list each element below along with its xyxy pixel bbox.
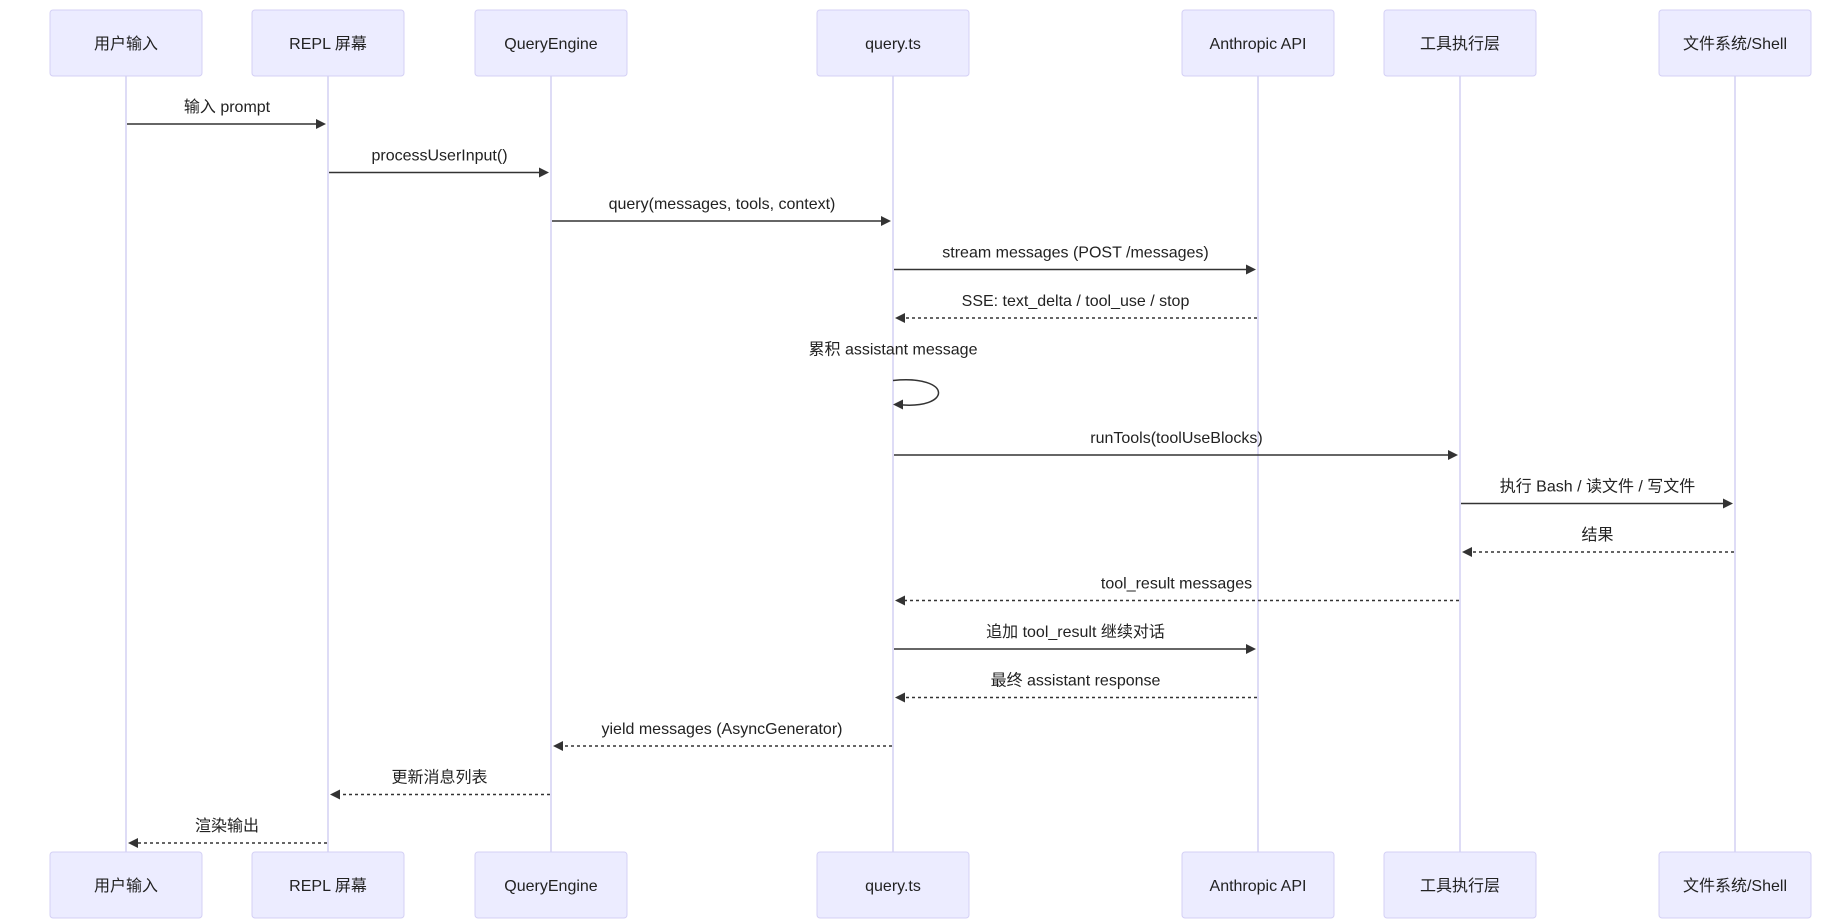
lifelines [125,76,1736,852]
message-label: 结果 [1581,526,1613,544]
arrowhead [1723,498,1733,509]
message-label: yield messages (AsyncGenerator) [602,721,843,738]
actors-bottom: 用户输入 REPL 屏幕 QueryEngine query.ts Anthropic … [49,851,1812,919]
actor-box [251,9,405,77]
actor-box [1658,9,1812,77]
actor-tools-top: 工具执行层 [1383,9,1537,77]
actor-label: 工具执行层 [1420,35,1500,53]
arrowhead [895,313,905,323]
actor-label: 用户输入 [94,35,158,53]
actor-box [1383,9,1537,77]
actor-box [1181,9,1335,77]
actor-label: 工具执行层 [1420,877,1500,895]
message-11: 追加 tool_result 继续对话 [894,623,1256,654]
actor-fs-top: 文件系统/Shell [1658,9,1812,77]
arrowhead [1246,264,1256,275]
actors-top: 用户输入 REPL 屏幕 QueryEngine query.ts Anthropic … [49,9,1812,77]
message-line [892,379,940,406]
message-label: 渲染输出 [195,817,259,835]
message-label: 输入 prompt [184,98,271,116]
message-label: 执行 Bash / 读文件 / 写文件 [1500,478,1696,496]
actor-label: REPL 屏幕 [289,877,367,895]
message-6: 累积 assistant message [809,341,978,410]
arrowhead [1462,547,1472,557]
message-3: query(messages, tools, context) [552,196,891,226]
actor-label: 文件系统/Shell [1683,877,1787,895]
actor-api-top: Anthropic API [1181,9,1335,77]
actor-label: Anthropic API [1210,878,1307,895]
actor-repl-bottom: REPL 屏幕 [251,851,405,919]
message-13: yield messages (AsyncGenerator) [553,721,892,751]
actor-label: REPL 屏幕 [289,35,367,53]
actor-box [816,851,970,919]
actor-query-bottom: query.ts [816,851,970,919]
message-label: SSE: text_delta / tool_use / stop [962,293,1190,310]
arrowhead [330,789,340,800]
message-7: runTools(toolUseBlocks) [894,430,1458,460]
message-9: 结果 [1462,526,1734,557]
arrowhead [893,399,903,410]
message-label: stream messages (POST /messages) [942,245,1208,262]
message-1: 输入 prompt [127,98,326,129]
message-12: 最终 assistant response [895,672,1257,703]
actor-label: Anthropic API [1210,36,1307,53]
actor-box [49,9,203,77]
message-5: SSE: text_delta / tool_use / stop [895,293,1257,323]
actor-repl-top: REPL 屏幕 [251,9,405,77]
message-label: 累积 assistant message [809,341,978,359]
actor-query-top: query.ts [816,9,970,77]
message-8: 执行 Bash / 读文件 / 写文件 [1461,478,1733,509]
message-label: 追加 tool_result 继续对话 [986,623,1165,641]
actor-tools-bottom: 工具执行层 [1383,851,1537,919]
arrowhead [316,119,326,129]
actor-user-top: 用户输入 [49,9,203,77]
actor-label: query.ts [865,36,921,53]
actor-label: 用户输入 [94,877,158,895]
actor-box [49,851,203,919]
arrowhead [881,216,891,226]
actor-engine-bottom: QueryEngine [474,851,628,919]
actor-label: 文件系统/Shell [1683,35,1787,53]
arrowhead [553,741,563,751]
message-15: 渲染输出 [128,817,327,848]
actor-label: QueryEngine [504,36,597,53]
message-4: stream messages (POST /messages) [894,245,1256,275]
actor-box [474,851,628,919]
actor-box [816,9,970,77]
actor-box [474,9,628,77]
arrowhead [128,838,138,848]
message-10: tool_result messages [895,576,1459,606]
actor-user-bottom: 用户输入 [49,851,203,919]
actor-box [1658,851,1812,919]
actor-api-bottom: Anthropic API [1181,851,1335,919]
actor-engine-top: QueryEngine [474,9,628,77]
message-label: 更新消息列表 [391,769,487,787]
arrowhead [1448,450,1458,460]
actor-box [1181,851,1335,919]
arrowhead [539,167,549,178]
message-label: processUserInput() [371,148,507,165]
messages: 输入 prompt processUserInput() query(message… [127,98,1734,848]
message-label: tool_result messages [1101,576,1252,593]
arrowhead [1246,644,1256,654]
arrowhead [895,692,905,703]
message-label: query(messages, tools, context) [609,196,836,213]
message-2: processUserInput() [329,148,549,178]
message-label: runTools(toolUseBlocks) [1090,430,1263,447]
actor-label: QueryEngine [504,878,597,895]
actor-box [251,851,405,919]
arrowhead [895,595,905,606]
message-14: 更新消息列表 [330,769,550,800]
message-label: 最终 assistant response [991,672,1161,690]
actor-box [1383,851,1537,919]
actor-fs-bottom: 文件系统/Shell [1658,851,1812,919]
actor-label: query.ts [865,878,921,895]
